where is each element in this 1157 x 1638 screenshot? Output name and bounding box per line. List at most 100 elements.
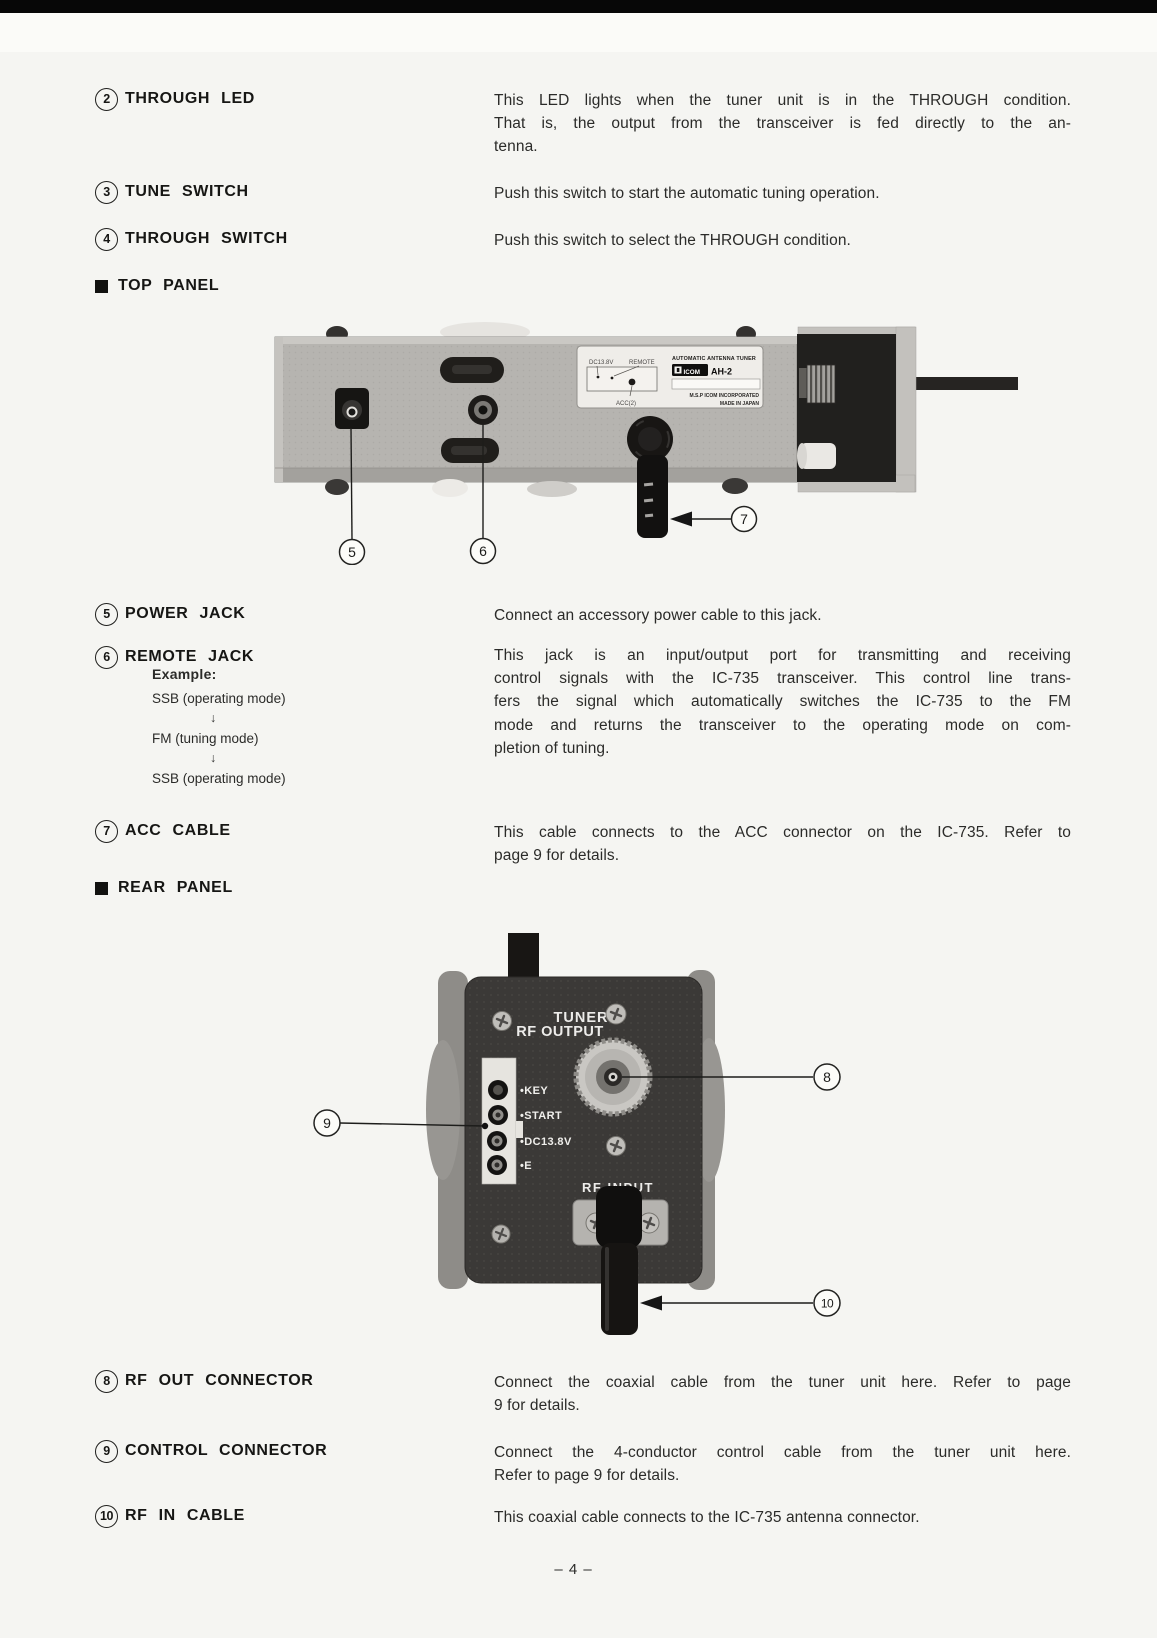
section-header-top-panel: TOP PANEL [95,276,219,296]
callout-acc-cable: 7 [670,505,758,533]
callout-number: 9 [323,1115,331,1131]
item-title: THROUGH LED [125,90,255,107]
panel-screw [491,1224,511,1244]
entry-heading-rf-out-connector: 8 RF OUT CONNECTOR [95,1369,313,1393]
panel-screw [605,1003,627,1025]
key-pin-label: •KEY [520,1085,548,1097]
page-top-margin [0,13,1157,52]
page-number: – 4 – [554,1561,593,1578]
body-line: This jack is an input/output port for tr… [494,647,1071,664]
connector-pin-hole [488,1080,508,1100]
item-title: CONTROL CONNECTOR [125,1442,328,1459]
entry-body-through-led: This LED lights when the tuner unit is i… [494,89,1071,159]
callout-rf-in: 10 [640,1289,841,1317]
chassis-open-side [797,326,1018,493]
section-header-rear-panel: REAR PANEL [95,878,233,898]
body-line: 9 for details. [494,1397,580,1415]
example-step: FM (tuning mode) [152,731,259,746]
entry-body-power-jack: Connect an accessory power cable to this… [494,604,1071,627]
rear-panel-illustration: TUNER RF OUTPUT [313,933,841,1335]
item-title: THROUGH SWITCH [125,230,288,247]
label-acc-text: ACC(2) [616,401,636,407]
entry-body-control-connector: Connect the 4-conductor control cable fr… [494,1441,1071,1487]
chassis-bottom-feet [325,478,748,497]
down-arrow-icon: ↓ [210,751,217,765]
callout-number: 10 [821,1297,834,1311]
callout-rf-out: 8 [622,1063,841,1091]
panel-screw [492,1011,512,1031]
body-line: mode and returns the transceiver to the … [494,716,1071,734]
body-line: This coaxial cable connects to the IC-73… [494,1509,920,1526]
control-connector [481,1057,523,1185]
square-bullet-icon [95,279,108,293]
callout-power-jack: 5 [338,427,366,566]
acc-pinout-box [586,366,658,392]
entry-heading-tune-switch: 3 TUNE SWITCH [95,180,249,204]
callout-control: 9 [313,1109,489,1137]
item-number-badge: 10 [95,1504,118,1528]
origin-text: MADE IN JAPAN [720,401,759,407]
item-title: TUNE SWITCH [125,183,249,200]
vent-slot-lower [441,438,499,463]
e-pin-label: •E [520,1160,532,1172]
entry-heading-power-jack: 5 POWER JACK [95,602,245,626]
body-line: This cable connects to the ACC connector… [494,824,1071,841]
body-line: That is, the output from the transceiver… [494,115,1071,133]
remote-jack [468,395,498,425]
body-line: Connect the coaxial cable from the tuner… [494,1374,1071,1391]
entry-body-acc-cable: This cable connects to the ACC connector… [494,821,1071,867]
item-title: RF IN CABLE [125,1507,245,1524]
top-panel-photo: DC13.8V REMOTE ACC(2) AUTOMATIC ANTENNA … [240,315,1030,566]
rf-output-label: RF OUTPUT [516,1024,603,1040]
arrow-left-icon [640,1295,662,1311]
model-text: AH-2 [711,367,732,377]
body-line: control signals with the IC-735 transcei… [494,670,1071,688]
connector-pin-hole [488,1105,508,1125]
section-title: TOP PANEL [118,277,220,294]
square-bullet-icon [95,881,108,895]
body-line: Connect an accessory power cable to this… [494,607,822,624]
body-line: Refer to page 9 for details. [494,1467,680,1485]
item-number-badge: 5 [95,602,118,626]
rf-in-cable [596,1186,642,1335]
callout-number: 6 [479,543,487,559]
example-label: Example: [152,666,217,682]
rear-panel-photo: TUNER RF OUTPUT [300,895,860,1340]
item-title: REMOTE JACK [125,648,255,665]
entry-body-rf-in-cable: This coaxial cable connects to the IC-73… [494,1506,1071,1529]
callout-number: 5 [348,544,356,560]
body-line: Push this switch to select the THROUGH c… [494,232,851,249]
body-line: Connect the 4-conductor control cable fr… [494,1444,1071,1461]
down-arrow-icon: ↓ [210,711,217,725]
label-brand-line: AUTOMATIC ANTENNA TUNER [672,356,756,362]
body-line: fers the signal which automatically swit… [494,693,1071,711]
entry-body-remote-jack: This jack is an input/output port for tr… [494,644,1071,760]
body-line: pletion of tuning. [494,739,610,757]
callout-number: 7 [740,511,748,527]
cable-marking [643,482,654,518]
logo-text: ICOM [684,369,700,376]
serial-bar [671,378,761,390]
body-line: page 9 for details. [494,847,620,865]
scan-edge-bar [0,0,1157,13]
item-number-badge: 4 [95,227,118,251]
entry-heading-remote-jack: 6 REMOTE JACK [95,645,254,669]
panel-screw [606,1136,626,1156]
connector-pin-hole [487,1155,507,1175]
maker-text: M.S.P ICOM INCORPORATED [689,393,759,399]
item-number-badge: 7 [95,819,118,843]
icom-logo: ICOM [672,364,708,376]
body-line: This LED lights when the tuner unit is i… [494,92,1071,109]
item-number-badge: 9 [95,1439,118,1463]
item-number-badge: 6 [95,645,118,669]
body-line: tenna. [494,138,538,156]
arrow-left-icon [670,511,692,527]
entry-body-through-switch: Push this switch to select the THROUGH c… [494,229,1071,252]
body-line: Push this switch to start the automatic … [494,185,880,202]
tuner-label: TUNER [554,1010,609,1026]
label-dc-text: DC13.8V [589,360,613,366]
id-label-plate: DC13.8V REMOTE ACC(2) AUTOMATIC ANTENNA … [576,345,764,409]
callout-remote-jack: 6 [469,425,497,565]
power-jack [335,388,369,429]
connector-pin-hole [487,1131,507,1151]
